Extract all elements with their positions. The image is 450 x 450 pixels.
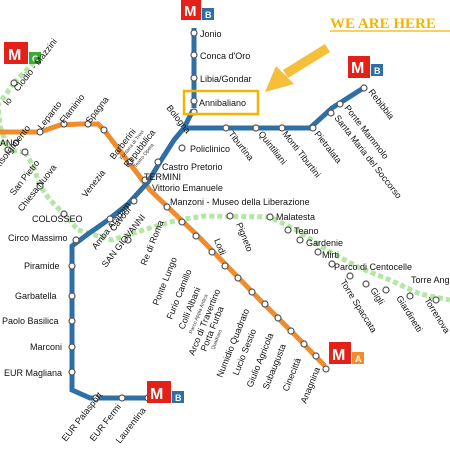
station-label: Flaminio: [58, 92, 87, 125]
svg-text:B: B: [374, 66, 381, 76]
station-label: Paolo Basilica: [2, 316, 59, 326]
station-label: Castro Pretorio: [162, 162, 223, 172]
station-label: Cinecittà: [281, 357, 303, 393]
we-are-here-label: WE ARE HERE: [330, 16, 436, 32]
metro-logo-b-jonio: M B: [181, 0, 214, 20]
station-label: Annibaliano: [199, 98, 246, 108]
station-label: lo: [2, 96, 14, 108]
station-label: Marconi: [30, 342, 62, 352]
svg-text:M: M: [8, 47, 21, 64]
station-label: COLOSSEO: [32, 214, 83, 224]
svg-text:M: M: [332, 347, 345, 364]
station-label: ANO: [0, 138, 20, 148]
arrow-icon: [265, 44, 330, 92]
station-label: Circo Massimo: [8, 233, 68, 243]
station-label: Jonio: [200, 29, 222, 39]
station-label: Giardinetti: [394, 294, 424, 334]
metro-logo-b-rebibbia: M B: [348, 56, 383, 78]
svg-text:B: B: [175, 393, 182, 403]
station-label: Manzoni - Museo della Liberazione: [170, 197, 310, 207]
station-label: TERMINI: [144, 172, 181, 182]
station-label: Anagnina: [299, 366, 323, 405]
station-label: Libia/Gondar: [200, 74, 252, 84]
svg-text:M: M: [184, 3, 197, 20]
station-label: Garbatella: [15, 291, 57, 301]
station-label: Spagna: [84, 95, 111, 126]
station-label: Malatesta: [276, 212, 315, 222]
svg-text:M: M: [351, 60, 364, 77]
station-label: Conca d'Oro: [200, 51, 250, 61]
station-label: Rebibbia: [366, 87, 396, 121]
metro-logo-a: M A: [329, 342, 364, 364]
svg-text:M: M: [150, 386, 163, 403]
current-station-highlight: [182, 89, 260, 116]
line-b: [69, 28, 367, 401]
station-label: Gardenie: [306, 238, 343, 248]
station-label: Torre Spaccata: [338, 278, 379, 335]
svg-text:C: C: [32, 54, 39, 64]
station-label: Parco di Centocelle: [334, 262, 412, 272]
metro-logo-c: M C: [4, 42, 41, 64]
station-label: Vittorio Emanuele: [152, 183, 223, 193]
station-label: EUR Magliana: [4, 368, 62, 378]
station-labels: Jonio Conca d'Oro Libia/Gondar Annibalia…: [0, 29, 450, 378]
station-label: Torre Ang: [411, 275, 450, 285]
metro-logo-b-laurentina: M B: [147, 381, 184, 403]
station-label: Venezia: [80, 168, 108, 199]
station-label: Tiburtina: [226, 129, 255, 162]
station-label: Mirti: [322, 250, 339, 260]
station-label: Piramide: [24, 261, 60, 271]
station-label: Teano: [294, 226, 319, 236]
station-dots: [4, 29, 440, 402]
svg-text:A: A: [355, 354, 362, 364]
svg-text:B: B: [205, 10, 212, 20]
station-label: Re di Roma: [139, 219, 166, 267]
station-label: Pietralata: [312, 129, 343, 165]
station-label: Policlinico: [190, 144, 230, 154]
station-label: Pigneto: [234, 221, 255, 253]
